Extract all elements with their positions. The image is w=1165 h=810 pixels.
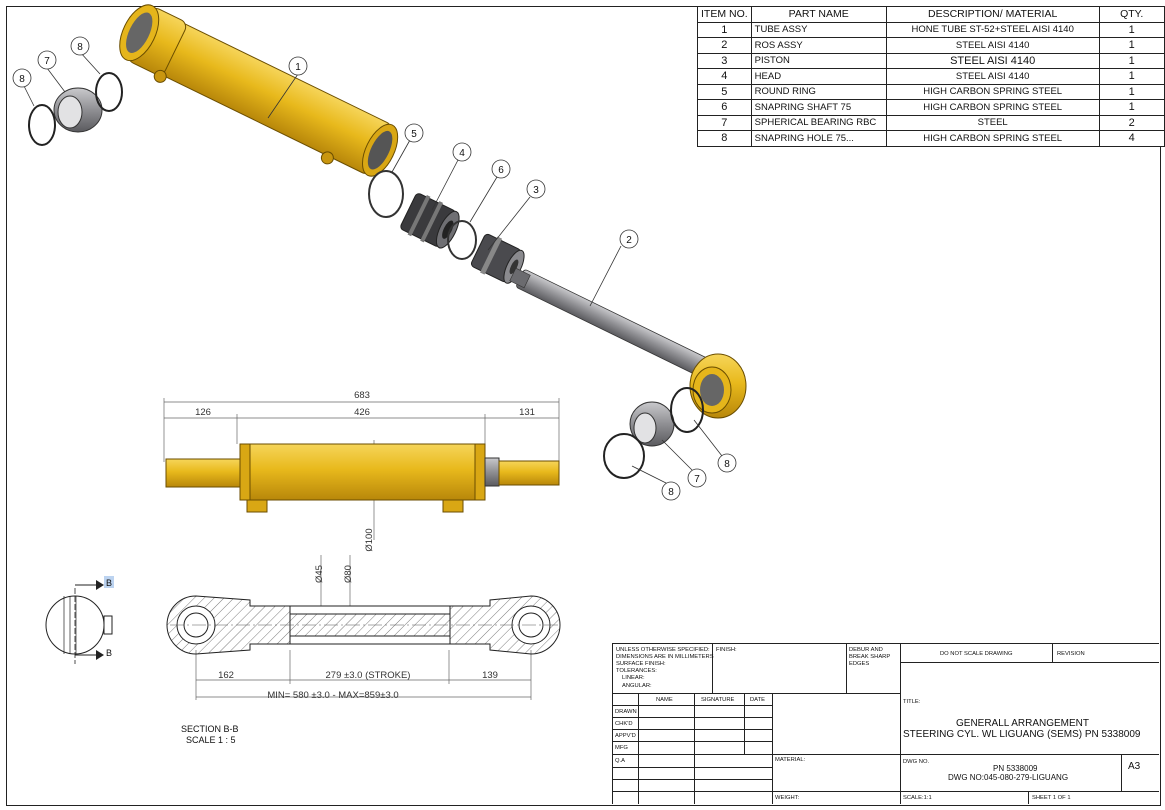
balloon-8: 8 (77, 42, 83, 53)
bom-qty: 1 (1098, 83, 1165, 100)
dim-min-max: MIN= 580 ±3.0 - MAX=859±3.0 (267, 690, 398, 701)
col-signature: SIGNATURE (701, 697, 735, 703)
title-label: TITLE: (903, 699, 921, 705)
dim-overall: 683 (354, 390, 370, 401)
balloon-4: 4 (459, 148, 465, 159)
material-label: MATERIAL: (775, 757, 806, 763)
tolerance-line: LINEAR: (622, 675, 645, 681)
scale-label: SCALE:1:1 (903, 795, 932, 801)
balloon-3: 3 (533, 185, 539, 196)
bom-qty: 1 (1098, 37, 1165, 54)
col-date: DATE (750, 697, 766, 703)
dwg-no-label: DWG NO. (903, 759, 930, 765)
dim-tube-diameter: Ø100 (364, 528, 375, 551)
snapring-hole-4 (670, 387, 704, 433)
bom-desc: STEEL AISI 4140 (885, 52, 1100, 69)
bill-of-materials: ITEM NO. PART NAME DESCRIPTION/ MATERIAL… (697, 6, 1165, 147)
section-view: Ø45 Ø80 162 279 ±3.0 (STROKE) 139 MIN= 5… (166, 555, 561, 701)
role-checked: CHK'D (615, 721, 633, 727)
snapring-shaft (447, 220, 477, 260)
balloon-7: 7 (44, 56, 50, 67)
balloon-6: 6 (498, 165, 504, 176)
col-name: NAME (656, 697, 673, 703)
item-balloons (12, 36, 737, 501)
dim-section-right: 139 (482, 670, 498, 681)
do-not-scale-label: DO NOT SCALE DRAWING (940, 651, 1013, 657)
head-part (400, 193, 460, 249)
dim-section-left: 162 (218, 670, 234, 681)
weight-label: WEIGHT: (775, 795, 800, 801)
dim-bore-diameter: Ø80 (343, 565, 354, 583)
deburr-line: BREAK SHARP (849, 654, 891, 660)
finish-label: FINISH: (716, 647, 737, 653)
snapring-hole-2 (95, 72, 123, 112)
dim-left: 126 (195, 407, 211, 418)
balloon-8: 8 (724, 459, 730, 470)
drawing-border (6, 6, 1161, 806)
balloon-1: 1 (295, 62, 301, 73)
section-title: SECTION B-B (181, 724, 239, 734)
balloon-5: 5 (411, 129, 417, 140)
deburr-line: EDGES (849, 661, 870, 667)
dim-middle: 426 (354, 407, 370, 418)
role-drawn: DRAWN (615, 709, 637, 715)
leader-lines (23, 51, 723, 485)
section-scale: SCALE 1 : 5 (186, 735, 236, 745)
tolerance-line: UNLESS OTHERWISE SPECIFIED: (616, 647, 710, 653)
sheet-size: A3 (1128, 761, 1141, 772)
balloon-8: 8 (19, 74, 25, 85)
dim-rod-diameter: Ø45 (314, 565, 325, 583)
balloon-2: 2 (626, 235, 632, 246)
role-mfg: MFG (615, 745, 628, 751)
drawing-title-line1: GENERALL ARRANGEMENT (956, 718, 1089, 729)
bom-qty: 1 (1098, 99, 1165, 116)
elevation-view: 683 126 426 131 Ø100 (163, 390, 560, 552)
bom-qty: 4 (1098, 130, 1165, 147)
balloon-7: 7 (694, 474, 700, 485)
part-number: PN 5338009 (993, 764, 1038, 773)
deburr-line: DEBUR AND (849, 647, 883, 653)
section-marker-top: B (106, 578, 112, 588)
title-block: UNLESS OTHERWISE SPECIFIED: DIMENSIONS A… (612, 643, 1159, 804)
revision-label: REVISION (1057, 651, 1085, 657)
spherical-bearing-right (629, 401, 675, 447)
drawing-title-line2: STEERING CYL. WL LIGUANG (SEMS) PN 53380… (903, 729, 1141, 740)
tolerance-line: ANGULAR: (622, 683, 652, 689)
exploded-view: 1 2 3 4 6 5 7 8 8 7 8 8 (12, 4, 747, 501)
tube-assembly (119, 4, 399, 177)
balloon-8: 8 (668, 487, 674, 498)
section-marker-view (45, 576, 114, 664)
snapring-hole-3 (603, 433, 645, 479)
section-marker-bottom: B (106, 648, 112, 658)
sheet-label: SHEET 1 OF 1 (1032, 795, 1071, 801)
spherical-bearing-left (53, 87, 103, 133)
drawing-number: DWG NO:045-080-279-LIGUANG (948, 773, 1069, 782)
role-qa: Q.A (615, 758, 625, 764)
tolerance-line: SURFACE FINISH: (616, 661, 666, 667)
bom-item: 8 (697, 130, 752, 147)
piston-part (470, 233, 525, 284)
dim-stroke: 279 ±3.0 (STROKE) (326, 670, 411, 681)
tolerance-line: DIMENSIONS ARE IN MILLIMETERS (616, 654, 714, 660)
snapring-hole-1 (28, 104, 56, 146)
dim-right: 131 (519, 407, 535, 418)
bom-header-description: DESCRIPTION/ MATERIAL (885, 6, 1100, 23)
role-approved: APPV'D (615, 733, 636, 739)
round-ring (368, 170, 404, 218)
tolerance-line: TOLERANCES: (616, 668, 657, 674)
rod-eye (689, 353, 747, 419)
